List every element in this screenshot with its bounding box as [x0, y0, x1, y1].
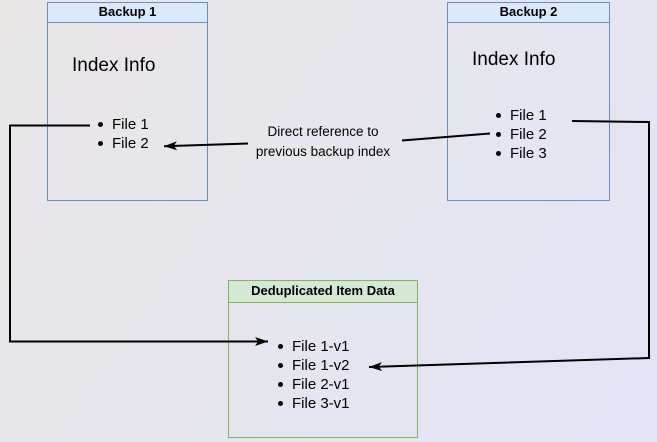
- backup1-title: Backup 1: [98, 4, 157, 19]
- dedup-file-list: File 1-v1 File 1-v2 File 2-v1 File 3-v1: [278, 337, 350, 413]
- direct-reference-line2: previous backup index: [255, 144, 391, 159]
- dedup-title: Deduplicated Item Data: [251, 283, 395, 298]
- list-item: File 1-v2: [278, 356, 350, 375]
- list-item: File 1: [496, 106, 547, 125]
- dedup-header: Deduplicated Item Data: [229, 281, 417, 303]
- backup2-file-list: File 1 File 2 File 3: [496, 106, 547, 163]
- list-item: File 3-v1: [278, 394, 350, 413]
- backup1-file-list: File 1 File 2: [98, 115, 149, 153]
- list-item: File 1-v1: [278, 337, 350, 356]
- backup1-index-info-label: Index Info: [72, 55, 156, 76]
- backup2-index-info-label: Index Info: [472, 49, 556, 70]
- list-item: File 2: [496, 125, 547, 144]
- direct-reference-label: Direct reference to previous backup inde…: [237, 122, 409, 162]
- direct-reference-line1: Direct reference to: [267, 124, 379, 139]
- backup2-box[interactable]: Backup 2 Index Info File 1 File 2 File 3: [447, 2, 610, 201]
- list-item: File 1: [98, 115, 149, 134]
- list-item: File 2-v1: [278, 375, 350, 394]
- dedup-box[interactable]: Deduplicated Item Data File 1-v1 File 1-…: [228, 280, 418, 438]
- backup1-header: Backup 1: [48, 3, 207, 23]
- backup2-header: Backup 2: [448, 3, 609, 23]
- list-item: File 3: [496, 144, 547, 163]
- backup1-box[interactable]: Backup 1 Index Info File 1 File 2: [47, 2, 208, 201]
- list-item: File 2: [98, 134, 149, 153]
- backup2-title: Backup 2: [499, 4, 558, 19]
